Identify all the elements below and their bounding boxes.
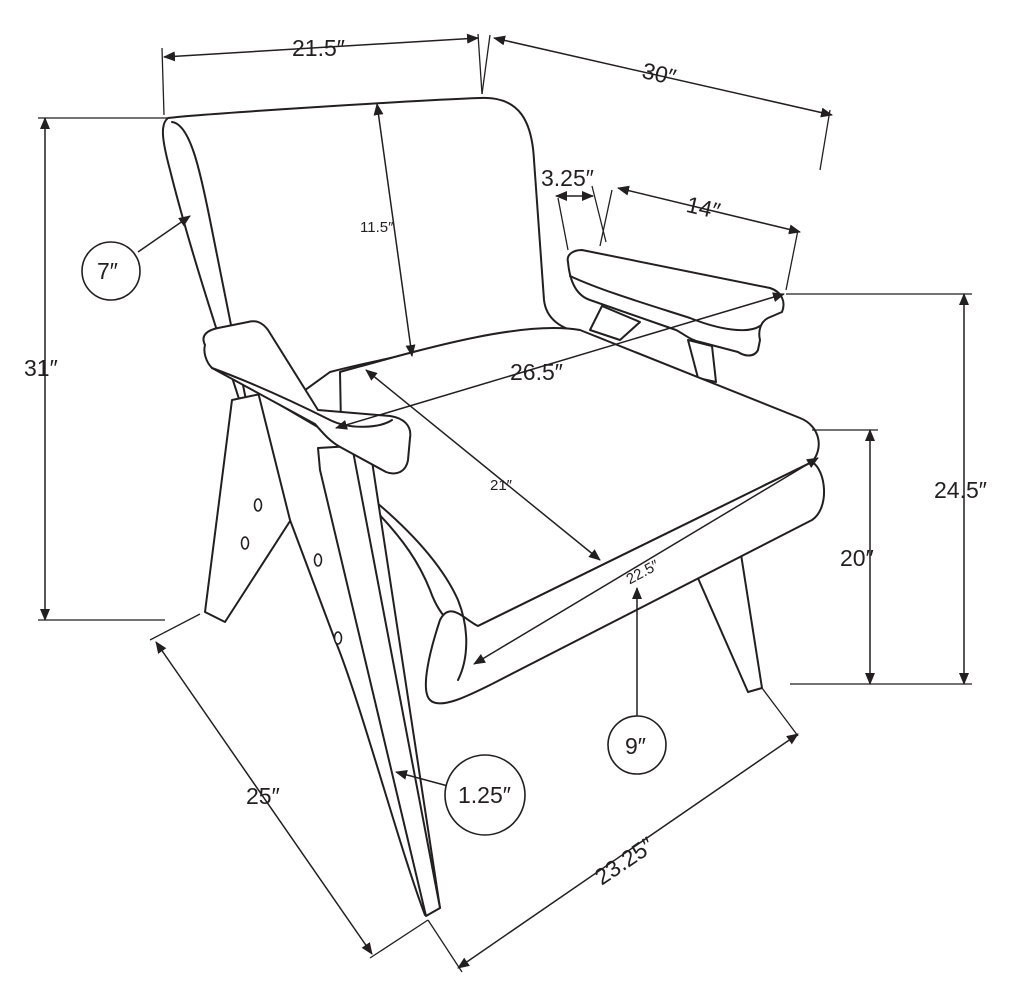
bolt-hole	[240, 536, 250, 550]
label-arm-offset: 3.25″	[541, 165, 594, 191]
label-arm-length: 14″	[684, 191, 723, 224]
callout-bubble-back-thickness	[81, 241, 141, 301]
label-seat-thickness: 9″	[625, 733, 646, 759]
callout-bubble-leg-thickness	[444, 754, 526, 836]
label-leg-thickness: 1.25″	[458, 782, 511, 808]
bolt-hole	[313, 553, 323, 567]
label-seat-height: 20″	[840, 545, 874, 571]
label-arm-height: 24.5″	[934, 477, 987, 503]
dimension-lines	[38, 33, 972, 973]
label-base-width: 23.25″	[590, 832, 659, 890]
backrest-inner-edge	[171, 121, 251, 421]
label-seat-depth: 21″	[490, 477, 513, 494]
label-base-depth: 25″	[246, 783, 280, 809]
label-back-thickness: 7″	[97, 258, 118, 284]
label-depth-top: 30″	[640, 57, 679, 90]
bolt-hole	[253, 498, 263, 512]
callout-bubble-seat-thickness	[607, 715, 667, 775]
label-arm-span: 26.5″	[510, 359, 563, 385]
label-width-top: 21.5″	[292, 35, 345, 61]
label-back-height: 11.5″	[360, 219, 394, 236]
bolt-hole	[333, 631, 343, 645]
label-total-height: 31″	[24, 355, 58, 381]
